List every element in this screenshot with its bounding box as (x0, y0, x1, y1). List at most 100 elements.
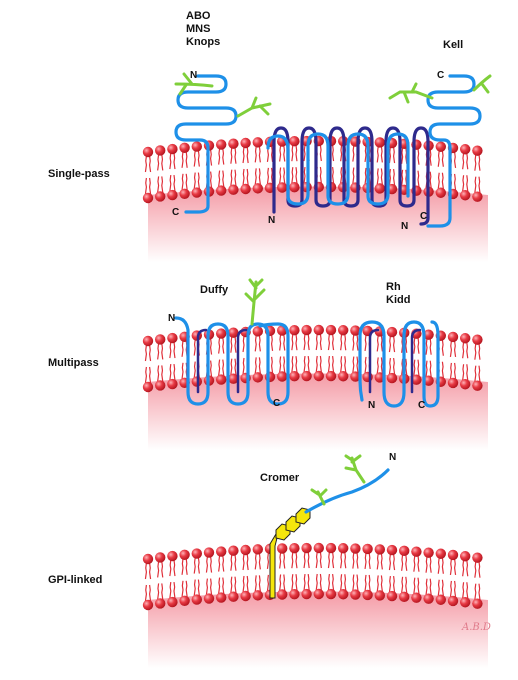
lipid-head (167, 596, 178, 608)
lipid-tail (462, 582, 465, 599)
lipid-tail (429, 149, 432, 166)
lipid-head (142, 381, 154, 393)
lipid-tail (453, 173, 457, 191)
lipid-tail (148, 562, 152, 580)
lipid-tail (401, 336, 404, 353)
lipid-tail (441, 150, 444, 167)
lipid-head (191, 187, 202, 198)
lipid-tail (148, 366, 152, 384)
lipid-head (374, 137, 385, 148)
lipid-tail (376, 357, 379, 374)
glycan-single-pass-left-2 (236, 96, 272, 118)
lipid-tail (466, 342, 469, 359)
lipid-tail (169, 559, 172, 577)
lipid-tail (356, 356, 359, 373)
lipid-head (191, 548, 202, 559)
lipid-head (472, 552, 483, 563)
lipid-head (362, 543, 373, 555)
c-terminus-label: C (172, 207, 180, 218)
lipid-head (325, 370, 337, 382)
lipid-tail (258, 553, 261, 570)
lipid-tail (270, 356, 274, 373)
glycan-duffy (244, 278, 266, 326)
lipid-head (155, 191, 166, 202)
lipid-head (325, 324, 337, 336)
lipid-head (155, 334, 166, 345)
lipid-head (447, 595, 459, 607)
lipid-head (179, 142, 190, 153)
lipid-tail (303, 355, 306, 373)
lipid-tail (429, 171, 432, 188)
lipid-tail (405, 147, 408, 164)
lipid-tail (462, 342, 465, 359)
lipid-head (423, 547, 434, 558)
lipid-head (350, 589, 361, 600)
lipid-head (325, 542, 337, 554)
lipid-tail (144, 344, 148, 362)
lipid-tail (193, 172, 196, 189)
lipid-tail (254, 168, 257, 185)
lipid-tail (474, 583, 477, 600)
lipid-head (167, 332, 178, 344)
lipid-head (155, 380, 166, 391)
lipid-tail (291, 167, 294, 184)
lipid-tail (254, 357, 257, 374)
lipid-tail (340, 334, 343, 351)
lipid-tail (161, 561, 164, 578)
lipid-tail (417, 148, 420, 165)
lipid-head (423, 329, 434, 340)
lipid-head (289, 543, 300, 554)
lipid-head (460, 333, 471, 344)
lipid-head (240, 590, 251, 602)
lipid-tail (279, 334, 282, 351)
lipid-head (472, 598, 483, 609)
lipid-head (277, 371, 288, 382)
lipid-tail (380, 168, 383, 185)
lipid-tail (222, 555, 225, 572)
lipid-tail (405, 169, 408, 186)
lipid-head (240, 183, 251, 195)
lipid-tail (169, 174, 172, 192)
lipid-tail (441, 557, 444, 574)
lipid-head (435, 594, 446, 605)
lipid-tail (173, 559, 176, 577)
lipid-tail (295, 574, 298, 591)
lipid-tail (144, 584, 148, 602)
lipid-tail (144, 562, 148, 580)
lipid-tail (392, 336, 396, 353)
lipid-head (472, 145, 483, 156)
lipid-tail (242, 357, 245, 375)
lipid-tail (157, 154, 160, 171)
lipid-tail (401, 147, 404, 164)
section-label-multipass: Multipass (48, 357, 99, 369)
lipid-head (301, 370, 312, 382)
lipid-head (374, 183, 385, 194)
lipid-tail (331, 551, 335, 569)
lipid-tail (209, 360, 213, 377)
lipid-tail (209, 171, 213, 188)
lipid-head (313, 370, 324, 382)
lipid-head (167, 378, 178, 390)
lipid-tail (222, 577, 225, 594)
lipid-head (423, 593, 434, 604)
lipid-tail (392, 169, 396, 186)
lipid-tail (401, 554, 404, 571)
lipid-head (228, 138, 239, 149)
lipid-head (228, 373, 239, 384)
lipid-head (435, 548, 446, 559)
lipid-tail (319, 551, 322, 569)
lipid-tail (303, 573, 306, 591)
lipid-tail (197, 172, 200, 189)
lipid-tail (307, 355, 310, 373)
lipid-head (191, 141, 202, 152)
lipid-tail (254, 146, 257, 163)
c-terminus-label: C (273, 398, 281, 409)
lipid-head (374, 590, 385, 601)
antigen-label-cromer: Cromer (260, 472, 300, 484)
lipid-head (435, 187, 446, 198)
lipid-tail (462, 560, 465, 577)
lipid-head (289, 182, 300, 193)
n-terminus-label: N (190, 70, 198, 81)
lipid-tail (376, 553, 379, 570)
lipid-head (350, 543, 361, 554)
